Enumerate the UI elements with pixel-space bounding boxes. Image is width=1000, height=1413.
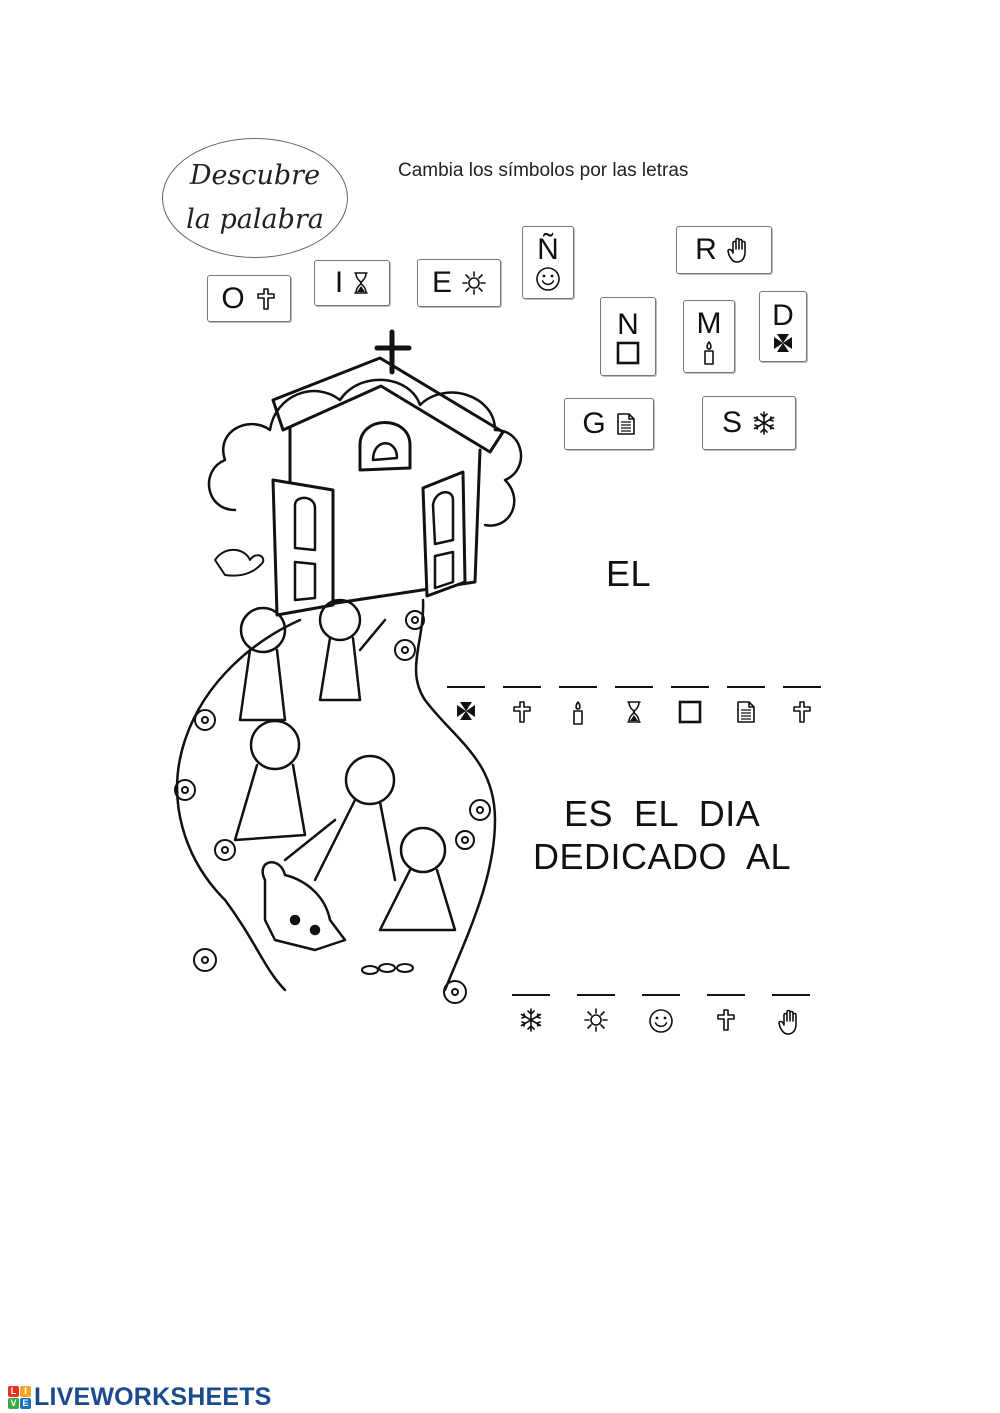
hourglass-icon	[626, 700, 642, 724]
cross-icon	[255, 287, 277, 311]
hourglass-icon	[353, 271, 369, 295]
square-icon	[616, 341, 640, 365]
cross-icon	[791, 700, 813, 724]
hand-icon	[778, 1008, 804, 1036]
puzzle2-blanks	[512, 994, 810, 1036]
puzzle2-line1: ES EL DIA	[564, 793, 761, 834]
answer-blank[interactable]	[615, 686, 653, 726]
key-letter: R	[695, 233, 717, 266]
key-card-enye: Ñ	[522, 226, 574, 299]
badge-letter: V	[8, 1398, 19, 1409]
puzzle1-text: EL	[606, 553, 652, 594]
key-card-s: S	[702, 396, 796, 450]
document-icon	[616, 412, 636, 436]
answer-blank[interactable]	[783, 686, 821, 726]
answer-blank[interactable]	[727, 686, 765, 726]
cloud	[207, 378, 523, 527]
title-line-1: Descubre	[189, 160, 321, 191]
hand-icon	[727, 236, 753, 264]
key-card-i: I	[314, 260, 390, 306]
answer-blank[interactable]	[707, 994, 745, 1036]
dog	[261, 861, 347, 952]
answer-blank[interactable]	[512, 994, 550, 1036]
snowflake-icon	[752, 411, 776, 435]
church-roof	[271, 356, 505, 454]
key-letter: N	[617, 307, 639, 341]
answer-blank[interactable]	[772, 994, 810, 1036]
key-letter: Ñ	[537, 232, 559, 266]
snowflake-icon	[519, 1008, 543, 1032]
liveworksheets-logo[interactable]: L I V E LIVEWORKSHEETS	[8, 1383, 272, 1412]
badge-letter: I	[20, 1386, 31, 1397]
road-left-edge	[175, 618, 302, 992]
puzzle2-line2: DEDICADO AL	[533, 836, 792, 877]
square-icon	[678, 700, 702, 724]
key-letter: S	[721, 406, 742, 439]
document-icon	[736, 700, 756, 724]
answer-blank[interactable]	[671, 686, 709, 726]
road-right-edge	[414, 598, 497, 992]
title-oval: Descubre la palabra	[162, 138, 348, 258]
answer-blank[interactable]	[577, 994, 615, 1036]
pebbles	[361, 963, 414, 975]
answer-blank[interactable]	[559, 686, 597, 726]
key-card-o: O	[207, 275, 291, 322]
right-door	[421, 470, 467, 598]
key-card-m: M	[683, 300, 735, 373]
cross	[374, 329, 412, 375]
key-card-d: D	[759, 291, 807, 362]
answer-blank[interactable]	[503, 686, 541, 726]
key-card-r: R	[676, 226, 772, 274]
candle-icon	[702, 340, 716, 366]
key-card-e: E	[417, 259, 501, 307]
key-letter: O	[221, 281, 245, 315]
cross-icon	[511, 700, 533, 724]
key-card-n: N	[600, 297, 656, 376]
badge-letter: L	[8, 1386, 19, 1397]
sun-icon	[584, 1008, 608, 1032]
logo-text: LIVEWORKSHEETS	[34, 1383, 272, 1411]
key-letter: M	[696, 306, 722, 340]
cross-icon	[715, 1008, 737, 1032]
title-line-2: la palabra	[186, 204, 324, 235]
key-letter: I	[334, 266, 344, 299]
smiley-icon	[648, 1008, 674, 1034]
sun-icon	[462, 271, 486, 295]
answer-blank[interactable]	[642, 994, 680, 1036]
badge-letter: E	[20, 1398, 31, 1409]
instruction-text: Cambia los símbolos por las letras	[398, 160, 689, 181]
key-letter: E	[431, 266, 452, 299]
candle-icon	[571, 700, 585, 726]
church-children-illustration	[174, 329, 523, 1004]
smiley-icon	[535, 266, 561, 292]
bird	[214, 548, 265, 577]
bell-window	[358, 421, 412, 472]
puzzle1-blanks	[447, 686, 821, 726]
maltese-cross-icon	[772, 332, 794, 354]
key-letter: D	[772, 298, 794, 332]
logo-badge: L I V E	[8, 1386, 31, 1409]
left-door	[271, 478, 335, 617]
maltese-cross-icon	[455, 700, 477, 722]
flowers	[174, 610, 491, 1004]
answer-blank[interactable]	[447, 686, 485, 726]
key-card-g: G	[564, 398, 654, 450]
key-letter: G	[582, 407, 606, 440]
bell	[371, 442, 399, 462]
children	[233, 598, 457, 952]
